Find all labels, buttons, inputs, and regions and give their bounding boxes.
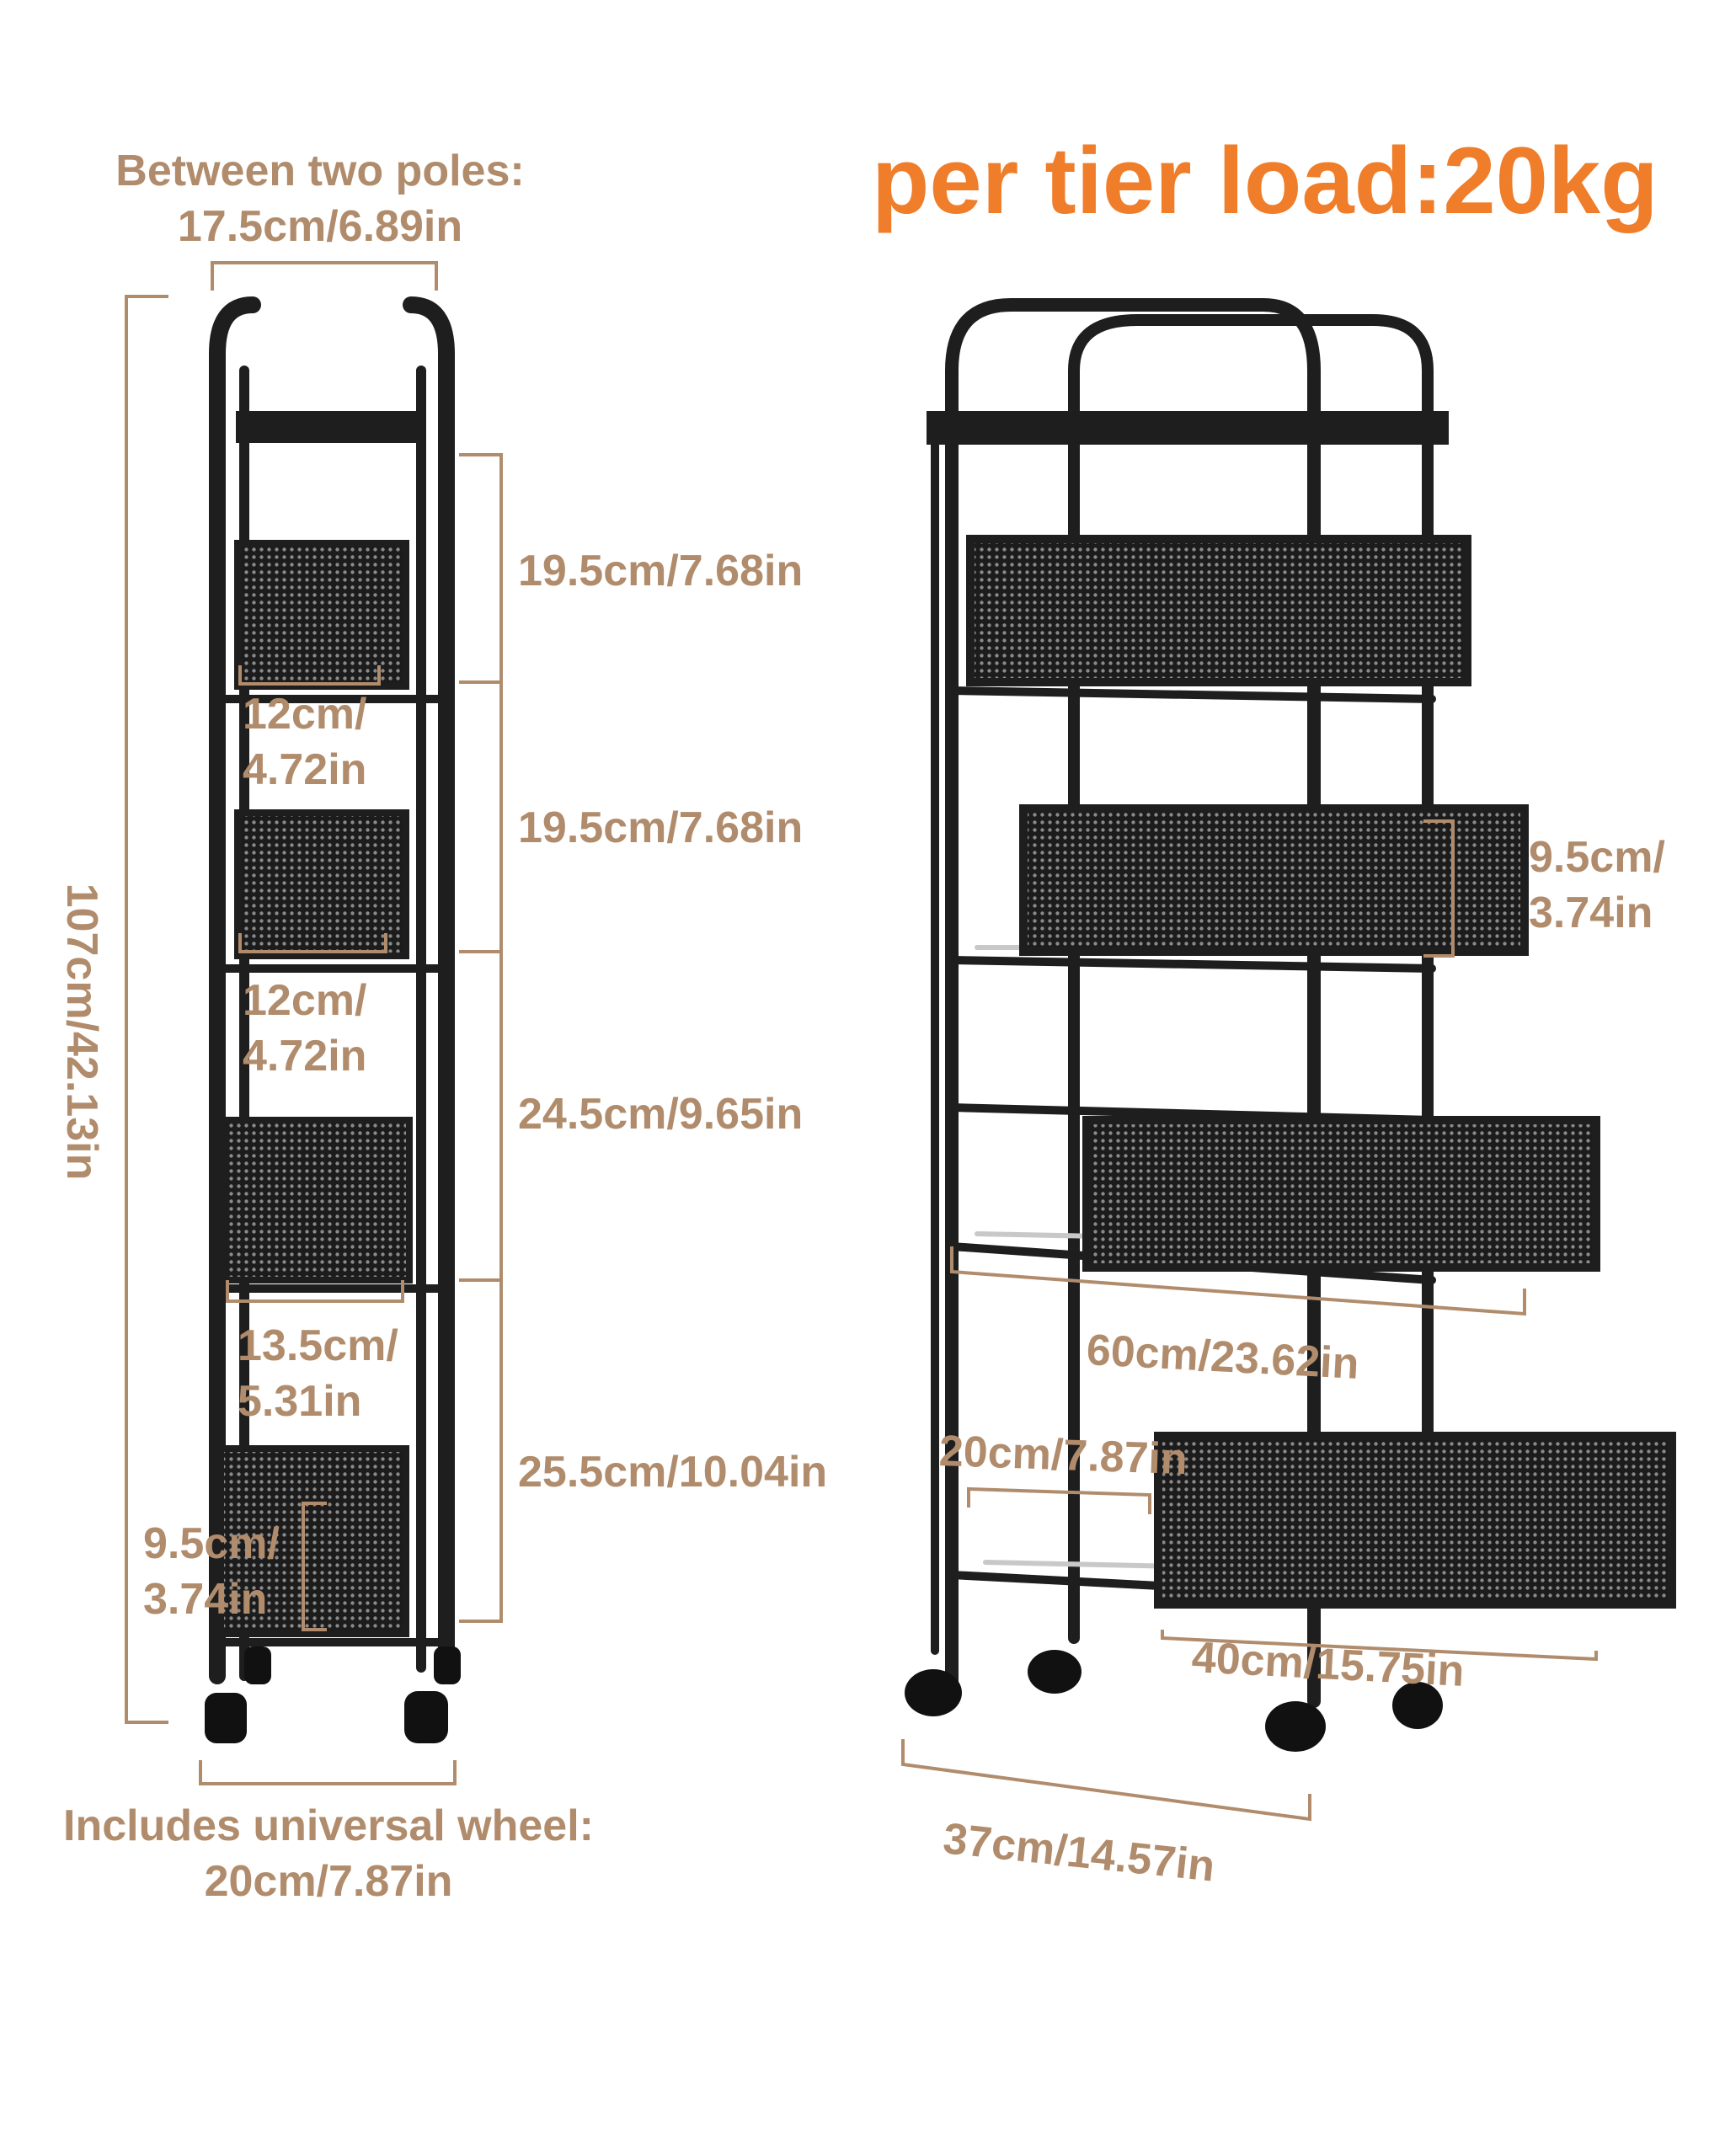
bottom-basket-height-bracket [302,1502,327,1631]
front-wheel-2 [1028,1650,1081,1694]
front-arch-right [1068,314,1434,1644]
front-arch-left [945,298,1321,1708]
top-width-value: 17.5cm/6.89in [177,202,463,251]
side-basket-2 [234,809,409,959]
front-rail-2 [948,956,1436,973]
side-basket-3 [222,1117,413,1283]
front-basket-height-label: 9.5cm/ 3.74in [1529,830,1665,941]
basket-width-3-cm: 13.5cm/ [238,1321,398,1370]
side-basket-height-label: 9.5cm/ 3.74in [143,1516,280,1627]
basket-width-bracket-2 [238,933,387,953]
basket-depth-label: 20cm/7.87in [937,1427,1188,1485]
tier-gap-label-1: 19.5cm/7.68in [518,547,804,595]
side-frame-arch-left [209,296,261,1684]
side-wheel-front-2 [244,1646,271,1684]
total-height-bracket [125,295,168,1724]
total-height-label: 107cm/42.13in [57,883,106,1181]
side-basket-height-in: 3.74in [143,1575,268,1624]
basket-width-1-cm: 12cm/ [243,690,367,739]
front-wheel-4 [1392,1682,1443,1729]
top-width-bracket [211,261,438,291]
wheel-width-caption: Includes universal wheel: [63,1801,594,1850]
basket-width-1-in: 4.72in [243,745,367,794]
front-basket-3 [1082,1116,1600,1272]
front-dimension-lines [901,819,1598,1822]
front-basket-2 [1019,804,1529,956]
side-basket-height-cm: 9.5cm/ [143,1519,280,1568]
front-wheel-1 [905,1669,962,1716]
front-view-cart [927,298,1449,1708]
side-wheel-front [205,1693,247,1743]
basket-width-bracket-3 [226,1280,404,1303]
pull-out-bracket [950,1246,1526,1316]
side-dimension-lines [125,261,503,1785]
tier-gap-label-3: 24.5cm/9.65in [518,1090,804,1139]
front-basket-height-bracket [1423,819,1455,958]
basket-width-2-cm: 12cm/ [243,976,367,1025]
top-width-label: Between two poles: 17.5cm/6.89in [101,143,539,254]
basket-width-3-in: 5.31in [238,1377,362,1426]
basket-length-bracket [1161,1630,1598,1662]
basket-width-label-1: 12cm/ 4.72in [243,686,366,798]
side-wheels [205,1646,461,1743]
top-width-caption: Between two poles: [115,147,525,195]
front-baskets [966,535,1676,1609]
front-basket-height-cm: 9.5cm/ [1529,833,1665,882]
side-frame-arch-right [403,296,455,1676]
basket-width-label-2: 12cm/ 4.72in [243,973,366,1084]
front-basket-height-in: 3.74in [1529,889,1653,937]
side-wheel-back [404,1691,448,1743]
headline-load-capacity: per tier load:20kg [872,128,1658,233]
tier-gap-bracket-3 [459,950,503,1282]
tier-gap-label-4: 25.5cm/10.04in [518,1448,828,1497]
tier-gap-label-2: 19.5cm/7.68in [518,803,804,852]
wheel-width-bracket [199,1760,457,1785]
side-basket-4 [217,1445,409,1637]
front-top-tray [927,411,1449,445]
front-rail-1 [948,686,1436,703]
front-basket-1 [966,535,1471,686]
basket-width-bracket-1 [238,665,381,686]
front-slide-rail-4 [983,1560,1182,1569]
side-basket-1 [234,540,409,690]
tier-gap-bracket-4 [459,1278,503,1623]
tier-gap-bracket-2 [459,680,503,953]
wheel-width-value: 20cm/7.87in [204,1857,453,1906]
side-wheel-back-2 [434,1646,461,1684]
tier-gap-bracket-1 [459,453,503,684]
side-top-tray [236,411,425,443]
side-baskets [217,540,413,1637]
frame-width-bracket [901,1739,1311,1822]
basket-width-2-in: 4.72in [243,1032,367,1081]
front-wheel-3 [1265,1701,1326,1752]
front-wheels [905,1650,1443,1752]
basket-depth-bracket [967,1486,1151,1514]
front-basket-4 [1154,1432,1676,1609]
basket-width-label-3: 13.5cm/ 5.31in [238,1318,398,1429]
wheel-width-label: Includes universal wheel: 20cm/7.87in [17,1798,640,1909]
